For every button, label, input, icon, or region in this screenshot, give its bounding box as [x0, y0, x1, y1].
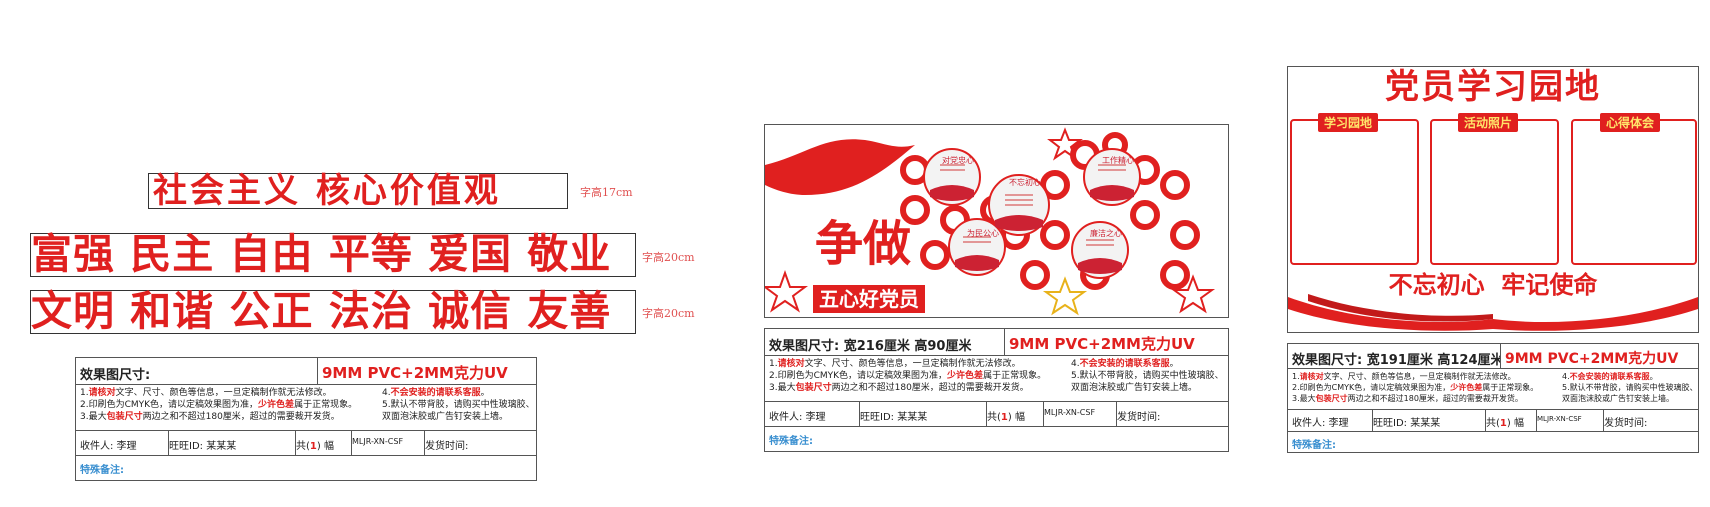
special-remark: 特殊备注:: [769, 436, 813, 447]
total-count: 共(1) 幅: [1482, 410, 1537, 431]
circle-label: 为民公心: [967, 229, 999, 238]
wangwang-id: 旺旺ID: 某某某: [165, 431, 296, 455]
order-code: MLJR-XN-CSF: [348, 431, 425, 455]
instructions-left: 1.请核对文字、尺寸、颜色等信息，一旦定稿制作就无法修改。 2.印刷色为CMYK…: [1292, 372, 1539, 403]
size-label: 效果图尺寸:: [76, 358, 318, 384]
column-title: 学习园地: [1318, 113, 1379, 132]
wall-b-title: 党员学习园地: [1385, 67, 1601, 107]
circle-label: 工作精心: [1102, 156, 1134, 165]
circle-label: 不忘初心: [1009, 178, 1041, 187]
wall-panel-study-garden: 党员学习园地 学习园地 活动照片 心得体会 不忘初心 牢记使命: [1287, 66, 1699, 333]
special-remark: 特殊备注:: [1292, 440, 1336, 451]
special-remark: 特殊备注:: [80, 465, 124, 476]
values-line-3: 文明 和谐 公正 法治 诚信 友善: [30, 290, 636, 334]
values-title-note: 字高17cm: [580, 186, 633, 199]
material-label: 9MM PVC+2MM克力UV: [1505, 351, 1679, 367]
spec-table-1: 效果图尺寸: 9MM PVC+2MM克力UV 1.请核对文字、尺寸、颜色等信息，…: [75, 357, 537, 481]
wangwang-id: 旺旺ID: 某某某: [1369, 410, 1486, 431]
column-box: [1430, 119, 1559, 265]
order-code: MLJR-XN-CSF: [1040, 402, 1117, 426]
flag-shape: [765, 139, 915, 195]
instructions-left: 1.请核对文字、尺寸、颜色等信息，一旦定稿制作就无法修改。 2.印刷色为CMYK…: [80, 388, 358, 422]
total-count: 共(1) 幅: [292, 431, 352, 455]
five-hearts-artwork: [765, 127, 1216, 316]
circle-label: 廉洁之心: [1090, 229, 1122, 238]
ship-time: 发货时间:: [425, 441, 469, 452]
receiver: 收件人: 李理: [1288, 410, 1373, 431]
size-label: 效果图尺寸: 宽216厘米 高90厘米: [765, 329, 1005, 355]
column-title: 心得体会: [1600, 113, 1661, 132]
material-label: 9MM PVC+2MM克力UV: [322, 364, 508, 382]
spec-table-2: 效果图尺寸: 宽216厘米 高90厘米 9MM PVC+2MM克力UV 1.请核…: [764, 328, 1229, 452]
values-line-3-note: 字高20cm: [642, 307, 695, 320]
column-title: 活动照片: [1458, 113, 1519, 132]
total-count: 共(1) 幅: [983, 402, 1044, 426]
medallion-circles: [923, 148, 1141, 279]
star-icon: [1170, 274, 1216, 314]
star-icon: [1047, 127, 1083, 161]
wall-panel-five-hearts: 对党忠心 不忘初心 工作精心 为民公心 廉洁之心 争做 五心好党员: [764, 124, 1229, 318]
material-label: 9MM PVC+2MM克力UV: [1009, 335, 1195, 353]
values-title-line: 社会主义 核心价值观: [148, 173, 568, 209]
receiver: 收件人: 李理: [765, 402, 860, 426]
values-line-2-note: 字高20cm: [642, 251, 695, 264]
column-box: [1290, 119, 1419, 265]
values-line-2: 富强 民主 自由 平等 爱国 敬业: [30, 233, 636, 277]
star-icon: [765, 270, 808, 313]
spec-table-3: 效果图尺寸: 宽191厘米 高124厘米 9MM PVC+2MM克力UV 1.请…: [1287, 343, 1699, 453]
size-label: 效果图尺寸: 宽191厘米 高124厘米: [1288, 344, 1501, 368]
instructions-right: 4.不会安装的请联系客服。 5.默认不带背胶，请购买中性玻璃胶、 双面泡沫胶或广…: [1071, 359, 1224, 393]
ship-time: 发货时间:: [1117, 412, 1161, 423]
receiver: 收件人: 李理: [76, 431, 169, 455]
instructions-right: 4.不会安装的请联系客服。 5.默认不带背胶，请购买中性玻璃胶、 双面泡沫胶或广…: [1562, 372, 1698, 403]
wall-b-slogan: 不忘初心 牢记使命: [1388, 270, 1598, 299]
ribbon-swoosh: [1288, 294, 1698, 331]
wall-subtitle: 五心好党员: [813, 285, 925, 313]
column-box: [1571, 119, 1697, 265]
star-icon: [1042, 276, 1088, 316]
wangwang-id: 旺旺ID: 某某某: [856, 402, 987, 426]
order-code: MLJR-XN-CSF: [1533, 410, 1604, 431]
wall-title-big: 争做: [815, 216, 912, 272]
instructions-left: 1.请核对文字、尺寸、颜色等信息，一旦定稿制作就无法修改。 2.印刷色为CMYK…: [769, 359, 1047, 393]
instructions-right: 4.不会安装的请联系客服。 5.默认不带背胶，请购买中性玻璃胶、 双面泡沫胶或广…: [382, 388, 535, 422]
circle-label: 对党忠心: [942, 156, 974, 165]
ship-time: 发货时间:: [1604, 418, 1648, 429]
